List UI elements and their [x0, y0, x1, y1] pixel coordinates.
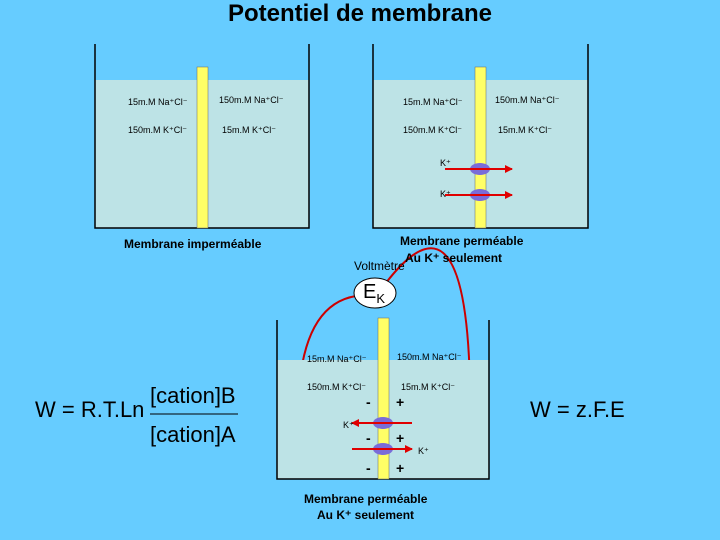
slide-title: Potentiel de membrane: [227, 0, 493, 27]
right-beaker-caption-line1: Membrane perméable: [400, 234, 524, 248]
bottom-beaker-ion-label-right: K⁺: [418, 446, 429, 456]
right-beaker-k-left: 150m.M K⁺Cl⁻: [403, 125, 463, 135]
left-beaker-na-left: 15m.M Na⁺Cl⁻: [128, 97, 188, 107]
right-beaker-ion-label-2: K⁺: [440, 189, 451, 199]
bottom-beaker-plus-3: +: [396, 460, 405, 476]
voltmeter-symbol: E: [363, 281, 377, 303]
bottom-beaker: [276, 317, 490, 480]
right-beaker-ion-label-1: K⁺: [440, 158, 451, 168]
bottom-beaker-caption-line1: Membrane perméable: [304, 492, 428, 506]
bottom-beaker-caption-line2: Au K⁺ seulement: [317, 508, 415, 522]
right-beaker-membrane: [474, 66, 487, 229]
bottom-beaker-membrane: [377, 317, 390, 480]
bottom-beaker-ion-label-left: K⁺: [343, 420, 354, 430]
bottom-beaker-k-left: 150m.M K⁺Cl⁻: [307, 382, 367, 392]
bottom-beaker-minus-2: -: [366, 430, 371, 446]
left-beaker-membrane: [196, 66, 209, 229]
voltmeter-subscript: K: [376, 291, 386, 306]
left-beaker-k-left: 150m.M K⁺Cl⁻: [128, 125, 188, 135]
right-beaker-k-right: 15m.M K⁺Cl⁻: [498, 125, 553, 135]
voltmeter-dial: [353, 277, 397, 309]
voltmeter-readout: EK: [363, 281, 385, 306]
bottom-beaker-minus-3: -: [366, 460, 371, 476]
bottom-beaker-minus-1: -: [366, 394, 371, 410]
right-beaker-na-right: 150m.M Na⁺Cl⁻: [495, 95, 560, 105]
bottom-beaker-plus-1: +: [396, 394, 405, 410]
formula-left-denominator: [cation]A: [150, 422, 236, 447]
right-beaker-caption-line2: Au K⁺ seulement: [405, 251, 503, 265]
left-beaker-caption: Membrane imperméable: [124, 237, 262, 251]
left-beaker-na-right: 150m.M Na⁺Cl⁻: [219, 95, 284, 105]
formula-left-prefix: W = R.T.Ln: [35, 397, 145, 422]
right-beaker-na-left: 15m.M Na⁺Cl⁻: [403, 97, 463, 107]
bottom-beaker-na-left: 15m.M Na⁺Cl⁻: [307, 354, 367, 364]
left-beaker-k-right: 15m.M K⁺Cl⁻: [222, 125, 277, 135]
formula-right: W = z.F.E: [530, 397, 625, 422]
bottom-beaker-plus-2: +: [396, 430, 405, 446]
formula-left-numerator: [cation]B: [150, 383, 236, 408]
bottom-beaker-na-right: 150m.M Na⁺Cl⁻: [397, 352, 462, 362]
voltmeter-label: Voltmètre: [354, 259, 405, 273]
left-beaker: [94, 44, 310, 229]
bottom-beaker-k-right: 15m.M K⁺Cl⁻: [401, 382, 456, 392]
voltmeter-wire-right: [370, 247, 471, 389]
right-beaker: [372, 44, 589, 229]
